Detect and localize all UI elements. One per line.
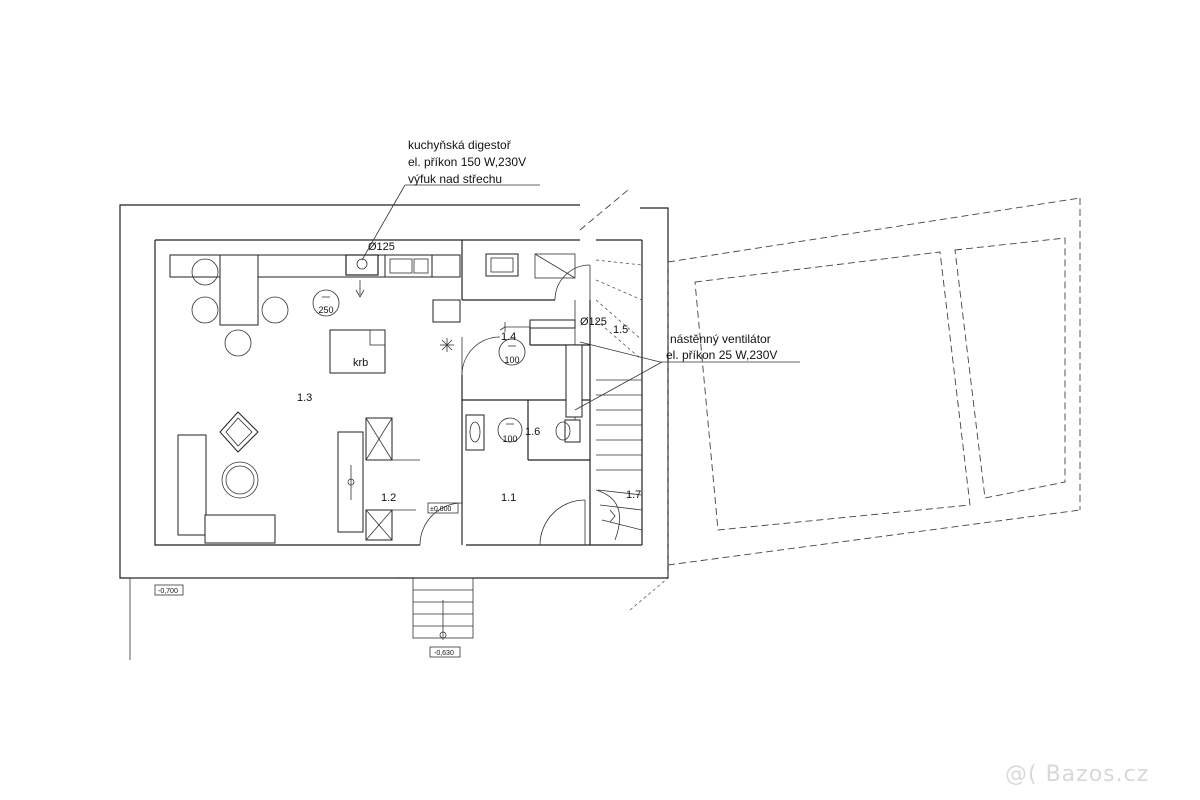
air-outlet-bath-label: 100 <box>504 355 519 365</box>
room-1-5-label: 1.5 <box>613 324 628 336</box>
air-outlet-wc-label: 100 <box>502 434 517 444</box>
room-1-3-label: 1.3 <box>297 392 312 404</box>
fireplace-label: krb <box>353 357 368 369</box>
hood-note-line3: výfuk nad střechu <box>408 172 502 186</box>
entry-steps <box>412 577 474 640</box>
hood-note-line1: kuchyňská digestoř <box>408 138 512 152</box>
room-1-2-label: 1.2 <box>381 492 396 504</box>
outer-walls <box>119 204 669 660</box>
living-furniture <box>177 411 276 544</box>
fan-duct <box>499 319 576 332</box>
level-marker-west: -0,700 <box>154 584 184 596</box>
air-outlet-wc-icon: 100 <box>497 417 523 444</box>
level-main-label: ±0,000 <box>430 506 451 513</box>
dining-chairs <box>191 258 289 357</box>
bath-pipe-label: Ø125 <box>580 316 607 328</box>
doors <box>419 264 591 546</box>
bazos-watermark: @( Bazos.cz <box>1005 762 1149 787</box>
fireplace: krb <box>329 329 386 374</box>
level-entry-label: -0,630 <box>434 650 454 657</box>
air-outlet-bath-icon: 100 <box>498 338 526 366</box>
level-west-label: -0,700 <box>158 588 178 595</box>
bathroom-fixtures <box>465 253 583 451</box>
air-outlet-kitchen-icon: 250 <box>312 289 340 317</box>
terrace-outline <box>694 237 1066 531</box>
hall-cabinets <box>337 417 420 541</box>
kitchen-counter <box>169 254 461 326</box>
room-1-6-label: 1.6 <box>525 426 540 438</box>
leader-lines <box>355 184 800 411</box>
hood-note-line2: el. příkon 150 W,230V <box>408 155 526 169</box>
level-marker-main: ±0,000 <box>427 502 459 514</box>
interior-walls <box>461 240 591 545</box>
room-1-7-label: 1.7 <box>626 489 641 501</box>
kitchen-pipe-label: Ø125 <box>368 241 395 253</box>
room-1-4-label: 1.4 <box>501 331 516 343</box>
air-outlet-kitchen-label: 250 <box>318 305 333 315</box>
fan-note-line2: el. příkon 25 W,230V <box>666 348 777 362</box>
fan-note-line1: nástěnný ventilátor <box>670 332 771 346</box>
ceiling-light-icon <box>440 338 454 352</box>
level-marker-entry: -0,630 <box>429 646 461 658</box>
room-1-1-label: 1.1 <box>501 492 516 504</box>
staircase <box>595 259 643 541</box>
dashed-roof-outline <box>579 189 1081 611</box>
